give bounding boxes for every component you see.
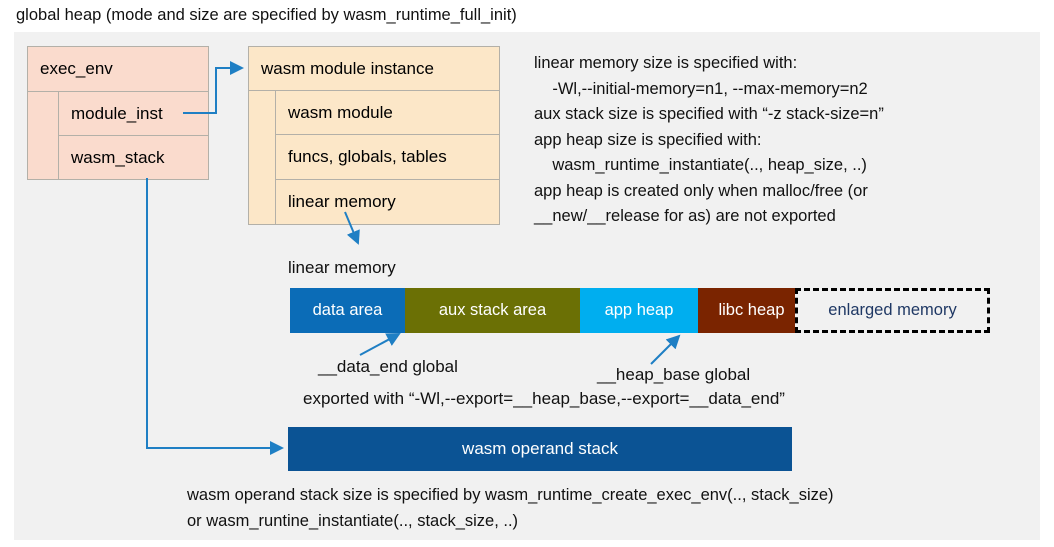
memory-segment-data-area: data area <box>290 288 405 333</box>
exec-env-box: exec_env module_inst wasm_stack <box>27 46 209 180</box>
exec-env-indent-column <box>27 91 59 180</box>
module-instance-field-linear-memory: linear memory <box>275 179 500 225</box>
wasm-module-instance-box: wasm module instance wasm module funcs, … <box>248 46 500 225</box>
page-title: global heap (mode and size are specified… <box>16 6 517 24</box>
memory-segment-app-heap: app heap <box>580 288 698 333</box>
exec-env-field-wasm-stack: wasm_stack <box>58 135 209 180</box>
memory-segment-enlarged-memory: enlarged memory <box>795 288 990 333</box>
annotation-heap-base: __heap_base global <box>597 365 751 384</box>
exec-env-header: exec_env <box>27 46 209 92</box>
module-instance-field-wasm-module: wasm module <box>275 90 500 135</box>
memory-segment-libc-heap: libc heap <box>698 288 805 333</box>
annotation-exported-with: exported with “-Wl,--export=__heap_base,… <box>303 389 785 408</box>
memory-segment-aux-stack-area: aux stack area <box>405 288 580 333</box>
linear-memory-label: linear memory <box>288 258 396 277</box>
module-instance-field-funcs-globals-tables: funcs, globals, tables <box>275 134 500 180</box>
operand-stack-note: wasm operand stack size is specified by … <box>187 486 834 530</box>
module-instance-header: wasm module instance <box>248 46 500 91</box>
annotation-data-end: __data_end global <box>318 357 458 376</box>
exec-env-field-module-inst: module_inst <box>58 91 209 136</box>
module-instance-indent-column <box>248 90 276 225</box>
wasm-operand-stack-bar: wasm operand stack <box>288 427 792 471</box>
linear-memory-description: linear memory size is specified with: -W… <box>534 54 884 225</box>
